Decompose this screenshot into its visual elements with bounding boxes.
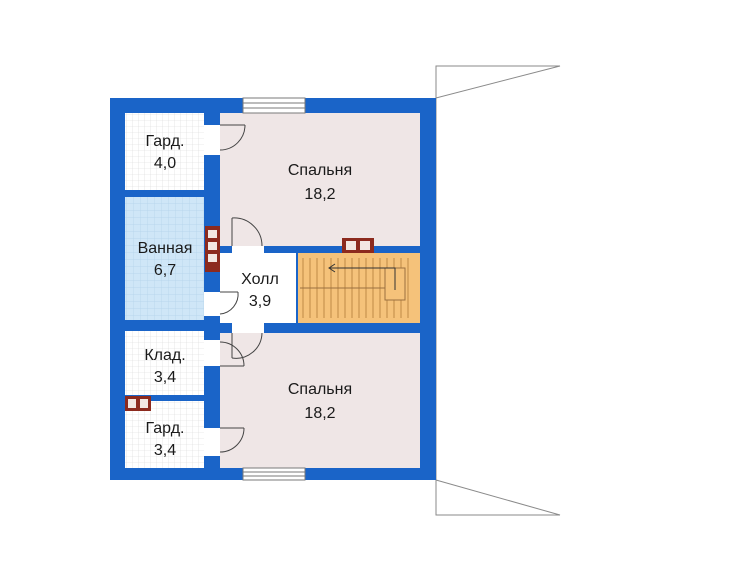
room-bath-name: Ванная	[138, 240, 193, 257]
room-gard-bottom-name: Гард.	[146, 420, 185, 437]
room-gard-bottom-area: 3,4	[154, 442, 176, 459]
room-hall-area: 3,9	[249, 293, 271, 310]
ventilation-duct-bath	[205, 226, 220, 272]
room-bedroom-bottom-area: 18,2	[304, 405, 335, 422]
door-gard-bottom	[204, 427, 245, 456]
room-hall	[220, 253, 296, 323]
door-bedroom-top	[231, 217, 264, 253]
room-bedroom-top-area: 18,2	[304, 186, 335, 203]
door-gard-top	[204, 124, 246, 155]
window-bottom	[242, 467, 306, 481]
room-gard-top	[125, 113, 204, 190]
roof-overhang	[435, 65, 561, 516]
ventilation-duct-klad	[125, 396, 151, 411]
room-gard-top-area: 4,0	[154, 155, 176, 172]
door-bath	[204, 291, 239, 316]
room-gard-top-name: Гард.	[146, 133, 185, 150]
window-top	[242, 97, 306, 114]
room-klad	[125, 331, 204, 395]
door-klad	[204, 340, 245, 367]
room-bath	[125, 197, 204, 320]
ventilation-duct-stair	[342, 238, 374, 253]
room-klad-name: Клад.	[144, 347, 185, 364]
room-bedroom-top	[220, 113, 420, 246]
room-bedroom-top-name: Спальня	[288, 162, 352, 179]
staircase	[300, 258, 409, 318]
room-bath-area: 6,7	[154, 262, 176, 279]
room-bedroom-bottom-name: Спальня	[288, 381, 352, 398]
room-gard-bottom	[125, 401, 204, 468]
room-hall-name: Холл	[241, 271, 279, 288]
room-bedroom-bottom	[220, 333, 420, 468]
room-klad-area: 3,4	[154, 369, 176, 386]
stair-direction-arrow	[328, 263, 396, 290]
